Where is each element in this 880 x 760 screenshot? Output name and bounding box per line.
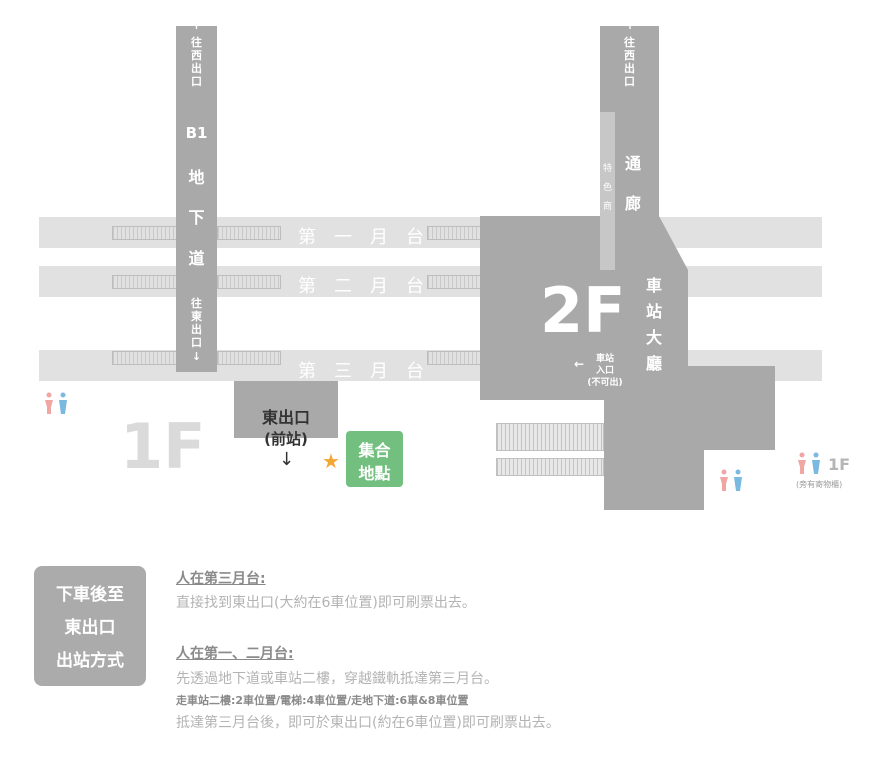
section1-heading: 人在第三月台: — [176, 571, 266, 587]
hall-char-4: 廳 — [645, 354, 662, 373]
section2-text2: 抵達第三月台後，即可於東出口(約在6車位置)即可刷票出去。 — [176, 715, 560, 731]
hall-char-3: 大 — [645, 328, 662, 347]
east-exit-box — [234, 381, 338, 438]
section1-text: 直接找到東出口(大約在6車位置)即可刷票出去。 — [176, 595, 476, 611]
passage-char-2: 下 — [188, 208, 205, 227]
corridor-west-exit-label: 往西出口 — [624, 36, 635, 88]
passage-east-exit-label: 往東出口 — [191, 297, 202, 349]
platform-3-label: 第三月台 — [298, 361, 442, 382]
right-floor-label: 1F — [828, 455, 851, 474]
underground-passage — [176, 26, 217, 372]
passage-char-3: 道 — [188, 249, 205, 268]
badge-line-2: 東出口 — [64, 618, 116, 638]
entrance-arrow-icon: ← — [574, 357, 585, 371]
meeting-point-line2: 地點 — [358, 464, 391, 483]
meeting-point-box — [346, 431, 403, 487]
restroom-icon-hall — [717, 469, 747, 493]
shop-char-1: 特 — [602, 164, 612, 174]
section2-text1: 先透過地下道或車站二樓，穿越鐵軌抵達第三月台。 — [176, 671, 498, 687]
platform-1-label: 第一月台 — [298, 227, 442, 248]
arrow-down-icon: ↓ — [191, 350, 202, 363]
meeting-point-line1: 集合 — [358, 441, 391, 460]
restroom-icon-right — [795, 452, 825, 476]
section2-heading: 人在第一、二月台: — [176, 646, 294, 662]
badge-line-1: 下車後至 — [56, 585, 124, 605]
arrow-up-icon: ↑ — [191, 19, 202, 32]
exit-arrow-down-icon: ↓ — [279, 449, 295, 470]
restroom-icon — [42, 392, 72, 416]
entrance-line1: 車站 — [595, 354, 614, 364]
shop-char-3: 商 — [602, 202, 612, 212]
passage-char-1: 地 — [188, 168, 205, 187]
hall-char-2: 站 — [645, 302, 662, 321]
platform-2-marks-b — [217, 275, 281, 289]
east-exit-sublabel: (前站) — [264, 430, 308, 448]
hall-char-1: 車 — [645, 276, 662, 295]
passage-west-exit-label: 往西出口 — [191, 36, 202, 88]
east-exit-label: 東出口 — [261, 408, 310, 427]
shop-strip-lower — [600, 216, 615, 270]
exit-method-badge: 下車後至 東出口 出站方式 — [34, 566, 146, 686]
hall-floor-label: 2F — [540, 274, 626, 347]
right-floor-note: (旁有寄物櫃) — [796, 480, 843, 489]
corridor-char-1: 通 — [624, 154, 641, 173]
section2-bold: 走車站二樓:2車位置/電梯:4車位置/走地下道:6車&8車位置 — [176, 694, 469, 707]
star-icon: ★ — [322, 449, 340, 473]
corridor-char-2: 廊 — [624, 194, 641, 213]
floor-1f-label: 1F — [120, 410, 206, 483]
stairs-upper — [496, 423, 604, 451]
badge-line-3: 出站方式 — [56, 651, 124, 671]
entrance-line2: 入口 — [595, 366, 614, 376]
corridor-arrow-up-icon: ↑ — [625, 19, 635, 32]
platform-1-marks-b — [217, 226, 281, 240]
platform-3-marks-b — [217, 351, 281, 365]
stairs-lower — [496, 458, 604, 476]
shop-char-2: 色 — [602, 183, 612, 193]
platform-2-label: 第二月台 — [298, 276, 442, 297]
passage-b1-label: B1 — [185, 124, 208, 142]
entrance-note: (不可出) — [587, 378, 623, 388]
